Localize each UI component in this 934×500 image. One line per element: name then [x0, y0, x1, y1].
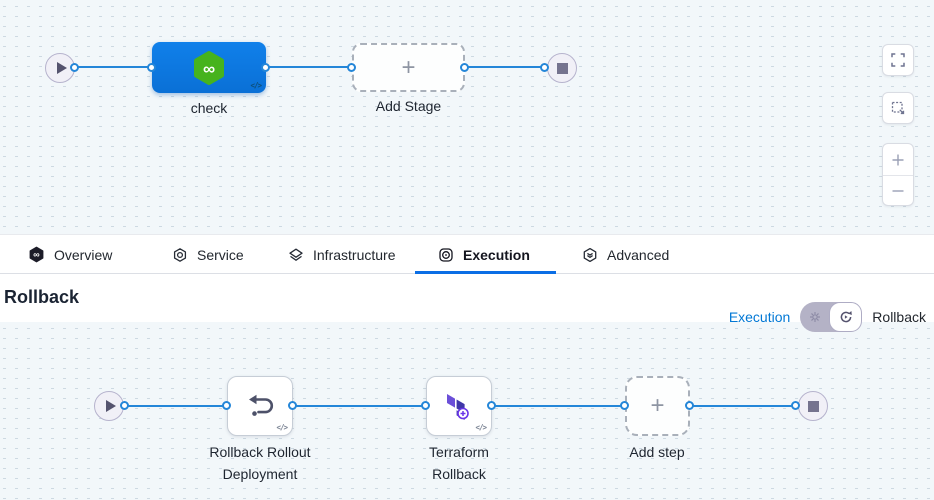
infrastructure-icon: [289, 248, 303, 261]
execution-link[interactable]: Execution: [728, 309, 791, 325]
port[interactable]: [70, 63, 79, 72]
play-icon: [56, 62, 67, 74]
stop-icon: [807, 400, 819, 412]
tab-advanced[interactable]: Advanced: [582, 235, 669, 274]
execution-rollback-switch: Execution Rollback: [729, 302, 926, 332]
zoom-controls: [882, 143, 914, 206]
tab-execution[interactable]: Execution: [438, 235, 530, 274]
port[interactable]: [147, 63, 156, 72]
harness-stage-icon: ∞: [194, 50, 224, 85]
rollback-mode-icon: [840, 311, 852, 323]
tab-label: Service: [197, 246, 244, 263]
port[interactable]: [460, 63, 469, 72]
stage-label: check: [190, 100, 228, 116]
zoom-out-button[interactable]: [883, 175, 913, 206]
port[interactable]: [120, 401, 129, 410]
harness-logo-icon: ∞: [29, 246, 44, 263]
minus-icon: [892, 190, 904, 192]
plus-icon: +: [650, 392, 665, 419]
terraform-icon: [447, 394, 469, 420]
code-icon[interactable]: </>: [276, 423, 288, 432]
stage-node-check[interactable]: ∞ </>: [152, 42, 266, 93]
zoom-in-button[interactable]: [883, 144, 913, 175]
port[interactable]: [620, 401, 629, 410]
plus-icon: +: [401, 53, 416, 81]
add-stage-label: Add Stage: [375, 98, 442, 114]
stop-icon: [556, 62, 568, 74]
advanced-icon: [583, 247, 597, 262]
pipeline-end-node[interactable]: [547, 53, 577, 83]
port[interactable]: [347, 63, 356, 72]
rollback-start-node[interactable]: [94, 391, 124, 421]
execution-rollback-section: </> Rollback Rollout Deployment </> Terr…: [0, 274, 934, 500]
pipeline-canvas-top[interactable]: ∞ </> check + Add Stage: [0, 0, 934, 234]
fullscreen-button[interactable]: [882, 44, 914, 76]
step-label: Terraform Rollback: [429, 444, 489, 482]
port[interactable]: [685, 401, 694, 410]
port[interactable]: [222, 401, 231, 410]
rollback-toggle[interactable]: [800, 302, 863, 332]
svg-text:∞: ∞: [203, 59, 215, 78]
service-icon: [173, 247, 187, 262]
port[interactable]: [791, 401, 800, 410]
tab-label: Execution: [463, 246, 530, 263]
toggle-thumb[interactable]: [829, 302, 863, 332]
pipeline-edge: [60, 66, 562, 68]
tab-label: Advanced: [607, 246, 670, 263]
port[interactable]: [487, 401, 496, 410]
tab-infrastructure[interactable]: Infrastructure: [288, 235, 395, 274]
port[interactable]: [540, 63, 549, 72]
tab-overview[interactable]: ∞ Overview: [28, 235, 112, 274]
code-icon[interactable]: </>: [250, 81, 262, 90]
tab-label: Infrastructure: [313, 246, 396, 263]
active-tab-underline: [415, 271, 556, 274]
code-icon[interactable]: </>: [475, 423, 487, 432]
rollback-end-node[interactable]: [798, 391, 828, 421]
add-step-button[interactable]: +: [625, 376, 690, 436]
tab-label: Overview: [54, 246, 113, 263]
step-node-terraform-rollback[interactable]: </>: [426, 376, 492, 436]
port[interactable]: [261, 63, 270, 72]
add-step-label: Add step: [629, 444, 685, 460]
selection-button[interactable]: [882, 92, 914, 124]
plus-icon: [892, 154, 904, 165]
port[interactable]: [421, 401, 430, 410]
add-stage-button[interactable]: +: [352, 43, 465, 92]
port[interactable]: [288, 401, 297, 410]
fullscreen-icon: [891, 53, 905, 67]
gear-icon: [810, 312, 821, 322]
rollback-arrow-icon: [249, 394, 274, 416]
play-icon: [105, 400, 116, 412]
step-node-rollback-rollout[interactable]: </>: [227, 376, 293, 436]
rollback-header-bar: Rollback: [0, 274, 934, 322]
pipeline-canvas-rollback[interactable]: </> Rollback Rollout Deployment </> Terr…: [0, 322, 934, 500]
rollback-mode-label: Rollback: [872, 309, 926, 325]
marquee-select-icon: [891, 101, 905, 115]
stage-config-tabbar: ∞ Overview Service Infrastructure Execut…: [0, 234, 934, 274]
tab-service[interactable]: Service: [172, 235, 244, 274]
svg-text:∞: ∞: [33, 250, 40, 260]
section-heading: Rollback: [4, 287, 80, 307]
step-label: Rollback Rollout Deployment: [209, 444, 311, 482]
execution-icon: [439, 247, 453, 262]
